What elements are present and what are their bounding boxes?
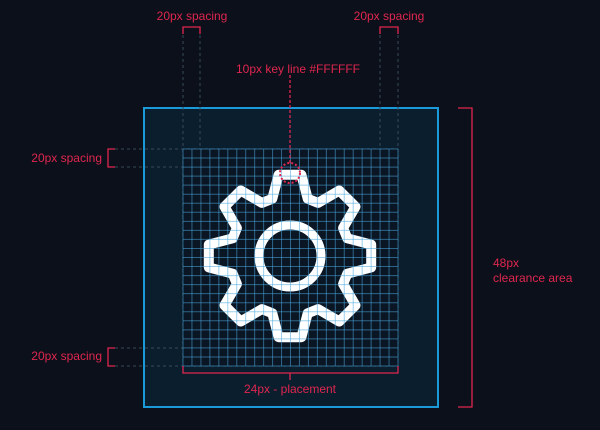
left-bottom-spacing-label: 20px spacing (31, 349, 102, 363)
top-left-bracket (182, 26, 201, 34)
left-top-bracket (107, 148, 115, 168)
left-top-spacing-label: 20px spacing (31, 151, 102, 165)
left-bottom-bracket (107, 347, 115, 367)
top-left-spacing-label: 20px spacing (157, 9, 228, 23)
placement-label: 24px - placement (244, 382, 337, 396)
clearance-area-label: clearance area (493, 271, 573, 285)
keyline-label: 10px key line #FFFFFF (236, 62, 360, 76)
clearance-size-label: 48px (493, 256, 519, 270)
placement-bracket (182, 366, 399, 380)
top-right-spacing-label: 20px spacing (354, 9, 425, 23)
top-right-bracket (379, 26, 399, 34)
pixel-grid (182, 148, 399, 367)
annotations (107, 26, 473, 408)
keyline-highlight (279, 162, 301, 184)
clearance-bracket (458, 107, 473, 408)
